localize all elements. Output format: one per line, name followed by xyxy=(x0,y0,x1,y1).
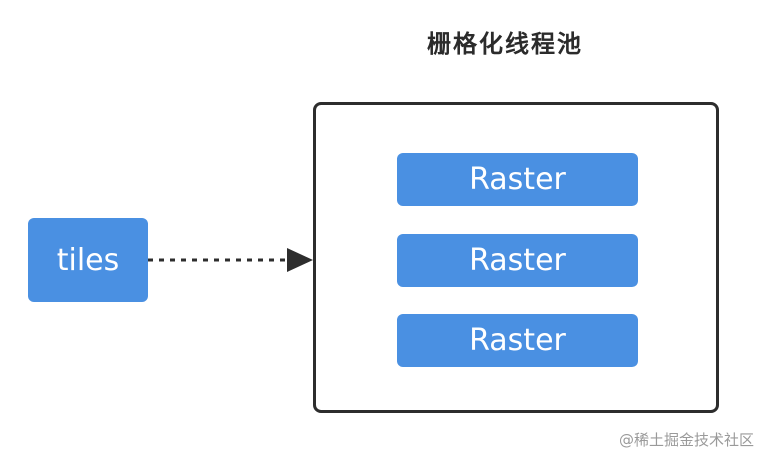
watermark: @稀土掘金技术社区 xyxy=(618,431,754,449)
tiles-box: tiles xyxy=(28,218,148,302)
raster-worker-2: Raster xyxy=(397,234,638,287)
diagram-title: 栅格化线程池 xyxy=(427,29,583,58)
arrowhead-icon xyxy=(287,248,313,272)
raster-worker-1: Raster xyxy=(397,153,638,206)
raster-worker-3: Raster xyxy=(397,314,638,367)
